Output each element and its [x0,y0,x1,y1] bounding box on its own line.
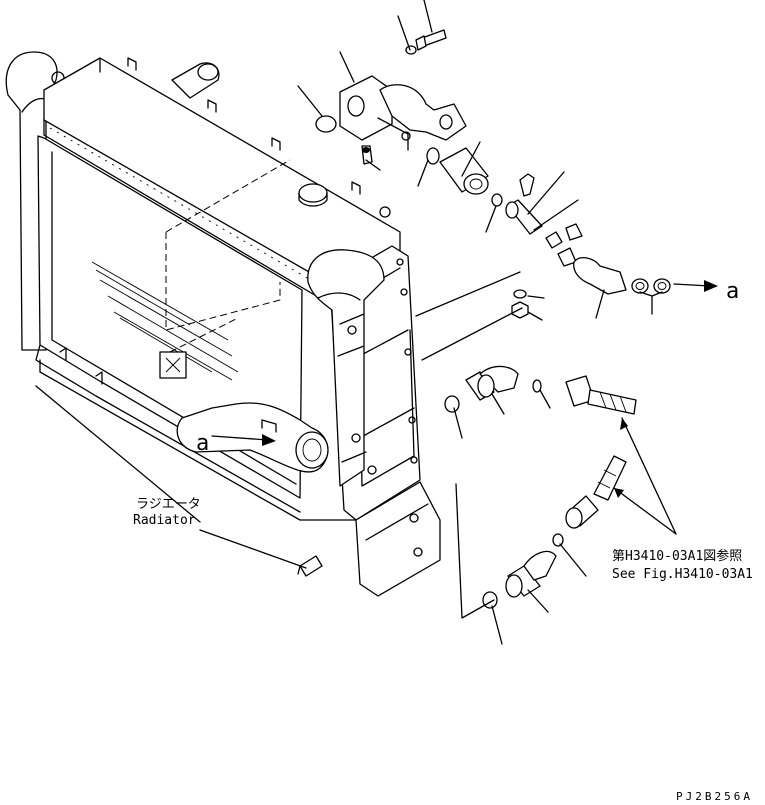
connection-label-a-right: a [726,279,739,304]
drawing-code: PJ2B256A [676,790,753,803]
radiator-label-jp: ラジエータ [136,497,201,512]
leader-lines [35,0,718,645]
upper-piping-parts [315,29,671,319]
figure-reference-en: See Fig.H3410-03A1 [612,567,753,582]
radiator-assembly [5,51,441,597]
connection-label-a-left: a [196,431,209,456]
radiator-label-en: Radiator [133,513,196,528]
figure-reference-jp: 第H3410-03A1図参照 [612,548,742,564]
lower-piping-parts [444,365,637,609]
